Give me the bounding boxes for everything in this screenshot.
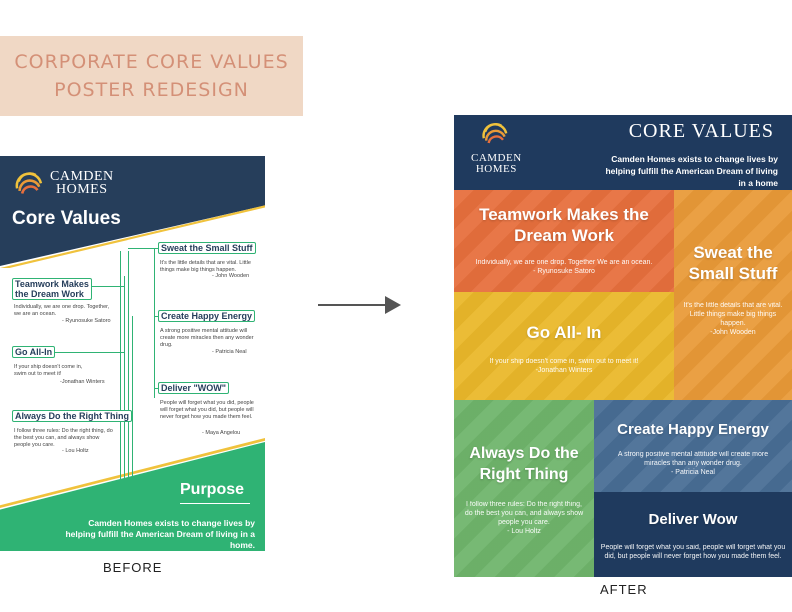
before-logo-line-2: HOMES [56, 182, 108, 197]
tile-title: Go All- In [526, 323, 602, 342]
before-author-wow: - Maya Angelou [202, 430, 241, 436]
after-label: AFTER [600, 582, 648, 597]
title-banner: CORPORATE CORE VALUES POSTER REDESIGN [0, 36, 303, 116]
tile-quote-author: - Ryunosuke Satoro [533, 268, 595, 275]
tree-line [52, 352, 124, 353]
after-logo-line-1: CAMDEN [471, 152, 522, 164]
tile-teamwork: Teamwork Makes the Dream Work Individual… [454, 190, 674, 292]
tree-line [154, 316, 160, 317]
tile-title: Deliver Wow [648, 511, 738, 528]
tile-happy-energy: Create Happy Energy A strong positive me… [594, 400, 792, 492]
tile-quote: People will forget what you said, people… [599, 543, 787, 561]
arrow-right-icon-head [385, 296, 401, 314]
before-quote-goall: If your ship doesn't come in, swim out t… [14, 364, 83, 377]
before-label: BEFORE [103, 560, 163, 575]
before-quote-right: I follow three rules: Do the right thing… [14, 428, 113, 448]
banner-line-2: POSTER REDESIGN [54, 79, 249, 101]
after-logo-wordmark: CAMDEN HOMES [471, 153, 522, 175]
tile-quote-text: Individually, we are one drop. Together … [475, 259, 653, 266]
before-author-sweat: - John Wooden [212, 273, 250, 279]
tree-line [132, 316, 133, 481]
tile-quote: I follow three rules: Do the right thing… [462, 500, 586, 536]
before-value-right: Always Do the Right Thing [12, 410, 132, 422]
tile-title: Sweat the Small Stuff [688, 243, 778, 283]
tile-quote-author: -Jonathan Winters [535, 367, 593, 374]
tile-texture [674, 190, 792, 400]
before-author-goall: -Jonathan Winters [60, 379, 105, 385]
tile-right-thing: Always Do the Right Thing I follow three… [454, 400, 594, 577]
tree-line [120, 251, 121, 481]
tile-quote-text: If your ship doesn't come in, swim out t… [489, 358, 639, 365]
before-poster: CAMDEN HOMES Core Values Sweat the Small… [0, 156, 265, 551]
before-value-happy: Create Happy Energy [158, 310, 256, 322]
before-value-goall: Go All-In [12, 346, 56, 358]
tree-line [154, 248, 155, 398]
after-mission: Camden Homes exists to change lives by h… [605, 154, 778, 188]
before-value-teamwork-line-1: Teamwork Makes [15, 279, 89, 289]
tile-quote-text: A strong positive mental attitude will c… [617, 451, 769, 467]
before-logo-wordmark: CAMDEN HOMES [50, 169, 114, 197]
before-value-wow: Deliver "WOW" [158, 382, 230, 394]
before-value-sweat: Sweat the Small Stuff [158, 242, 256, 254]
before-quote-sweat: It's the little details that are vital. … [160, 260, 251, 273]
tile-title: Create Happy Energy [617, 421, 769, 438]
before-title: Core Values [12, 208, 121, 229]
before-logo-line-1: CAMDEN [50, 169, 114, 184]
tile-quote-text: I follow three rules: Do the right thing… [464, 501, 584, 526]
tile-deliver-wow: Deliver Wow People will forget what you … [594, 492, 792, 577]
tile-texture [594, 400, 792, 492]
before-author-right: - Lou Holtz [62, 448, 89, 454]
tree-line [128, 251, 129, 481]
camden-sun-logo-icon [12, 168, 46, 202]
tile-texture [454, 292, 674, 400]
tile-quote: It's the little details that are vital. … [682, 301, 784, 337]
tree-line [88, 286, 124, 287]
tree-line [128, 248, 158, 249]
tile-quote-author: - Lou Holtz [507, 528, 541, 535]
before-purpose-heading: Purpose [180, 481, 245, 498]
tile-quote-text: People will forget what you said, people… [600, 544, 786, 560]
after-header: CAMDEN HOMES CORE VALUES Camden Homes ex… [454, 115, 792, 190]
before-author-teamwork: - Ryunosuke Satoro [62, 318, 111, 324]
tile-title: Teamwork Makes the Dream Work [479, 205, 649, 245]
after-logo-line-2: HOMES [475, 163, 517, 175]
tile-texture [454, 400, 594, 577]
tile-quote-author: - Patricia Neal [671, 469, 715, 476]
before-value-teamwork-line-2: the Dream Work [15, 289, 84, 299]
before-value-teamwork: Teamwork Makes the Dream Work [12, 278, 92, 300]
tile-goall: Go All- In If your ship doesn't come in,… [454, 292, 674, 400]
tree-line [154, 388, 160, 389]
tile-sweat: Sweat the Small Stuff It's the little de… [674, 190, 792, 400]
before-mission: Camden Homes exists to change lives by h… [65, 518, 255, 550]
before-purpose-rule [180, 503, 250, 504]
arrow-right-icon [318, 304, 388, 306]
camden-sun-logo-icon [479, 119, 511, 151]
banner-line-1: CORPORATE CORE VALUES [14, 51, 289, 73]
tile-quote-author: -John Wooden [710, 329, 756, 336]
before-quote-happy: A strong positive mental attitude will c… [160, 328, 254, 348]
before-author-happy: - Patricia Neal [212, 349, 247, 355]
before-quote-wow: People will forget what you did, people … [160, 400, 254, 420]
tree-line [124, 276, 125, 481]
tile-quote: A strong positive mental attitude will c… [606, 450, 780, 477]
tile-quote: Individually, we are one drop. Together … [464, 258, 664, 276]
tile-quote-text: It's the little details that are vital. … [683, 302, 783, 327]
before-quote-teamwork: Individually, we are one drop. Together,… [14, 304, 110, 317]
tile-quote: If your ship doesn't come in, swim out t… [464, 357, 664, 375]
after-poster: CAMDEN HOMES CORE VALUES Camden Homes ex… [454, 115, 792, 577]
after-title: CORE VALUES [628, 120, 774, 142]
tile-title: Always Do the Right Thing [469, 445, 579, 483]
